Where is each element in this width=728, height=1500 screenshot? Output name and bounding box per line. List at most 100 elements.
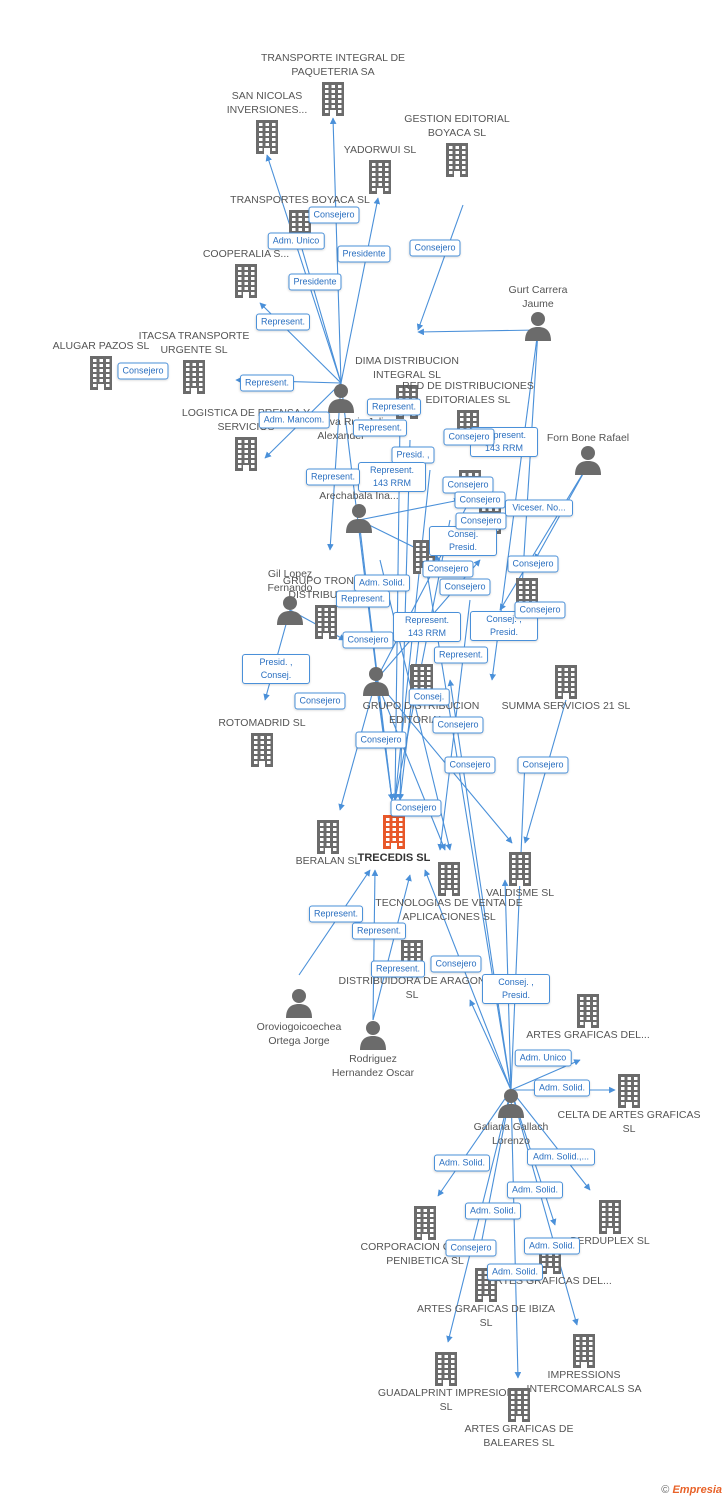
company-label: ARTES GRAFICAS DE BALEARES SL bbox=[464, 1423, 574, 1449]
building-icon bbox=[573, 1334, 595, 1368]
person-icon bbox=[328, 384, 354, 413]
building-icon bbox=[256, 120, 278, 154]
company-label: DIMA DISTRIBUCION INTEGRAL SL bbox=[355, 355, 459, 381]
company-node-summa[interactable]: SUMMA SERVICIOS 21 SL bbox=[491, 665, 641, 713]
company-label: GESTION EDITORIAL BOYACA SL bbox=[404, 113, 510, 139]
building-icon bbox=[315, 605, 337, 639]
company-node-cooperalia[interactable]: COOPERALIA S... bbox=[171, 243, 321, 298]
person-node-galiana[interactable]: Galiana Gallach Lorenzo bbox=[436, 1088, 586, 1148]
edge-role-label: Consejero bbox=[439, 578, 491, 596]
person-node-oroviogoicoechea[interactable]: Oroviogoicoechea Ortega Jorge bbox=[224, 988, 374, 1048]
building-icon bbox=[183, 360, 205, 394]
edge-role-label: Represent. bbox=[370, 960, 426, 978]
company-node-alugar[interactable]: ALUGAR PAZOS SL bbox=[26, 320, 176, 390]
company-label: YADORWUI SL bbox=[343, 144, 417, 156]
building-icon bbox=[508, 1388, 530, 1422]
company-label: BERALAN SL bbox=[295, 855, 361, 867]
company-node-guadalprint[interactable]: GUADALPRINT IMPRESION SL bbox=[371, 1352, 521, 1414]
company-node-baleares[interactable]: ARTES GRAFICAS DE BALEARES SL bbox=[444, 1388, 594, 1450]
edge-line bbox=[265, 154, 342, 384]
person-label: Gil Lopez Fernando bbox=[267, 568, 313, 594]
company-node-beralan[interactable]: BERALAN SL bbox=[253, 820, 403, 868]
edge-role-label: Consej. bbox=[408, 688, 450, 706]
edge-role-label: Consejero bbox=[455, 512, 507, 530]
edge-role-label: Adm. Solid. bbox=[464, 1202, 522, 1220]
company-label: ITACSA TRANSPORTE URGENTE SL bbox=[138, 330, 250, 356]
copyright-symbol: © bbox=[661, 1484, 670, 1496]
edge-role-label: Represent. bbox=[308, 905, 364, 923]
company-label: SUMMA SERVICIOS 21 SL bbox=[501, 700, 631, 712]
company-node-transporte[interactable]: TRANSPORTE INTEGRAL DE PAQUETERIA SA bbox=[258, 30, 408, 116]
edge-role-label: Consejero bbox=[430, 955, 482, 973]
building-icon bbox=[251, 733, 273, 767]
edge-role-label: Adm. Unico bbox=[267, 232, 325, 250]
edge-role-label: Consejero bbox=[117, 362, 169, 380]
edge-role-label: Consejero bbox=[443, 428, 495, 446]
edge-role-label: Consejero bbox=[342, 631, 394, 649]
person-node-forn[interactable]: Forn Bone Rafael bbox=[513, 407, 663, 475]
edge-role-label: Adm. Solid. bbox=[523, 1237, 581, 1255]
footer: © Empresia bbox=[661, 1484, 722, 1496]
edge-role-label: Adm. Solid. bbox=[486, 1263, 544, 1281]
company-node-sannicolas[interactable]: SAN NICOLAS INVERSIONES... bbox=[192, 67, 342, 154]
company-node-impressions[interactable]: IMPRESSIONS INTERCOMARCALS SA bbox=[509, 1334, 659, 1396]
edge-role-label: Represent. bbox=[305, 468, 361, 486]
company-node-tecnologias[interactable]: TECNOLOGIAS DE VENTA DE APLICACIONES SL bbox=[374, 862, 524, 924]
company-node-yadorwui[interactable]: YADORWUI SL bbox=[305, 138, 455, 194]
brand-logo[interactable]: Empresia bbox=[672, 1484, 722, 1496]
edge-role-label: Consejero bbox=[517, 756, 569, 774]
edge-role-label: Consejero bbox=[444, 756, 496, 774]
person-node-arechabala[interactable]: Arechabala Ina... bbox=[284, 452, 434, 533]
company-node-distaragon[interactable]: DISTRIBUIDORA DE ARAGON SL bbox=[337, 940, 487, 1002]
company-label: TRANSPORTES BOYACA SL bbox=[230, 194, 370, 206]
person-icon bbox=[498, 1089, 524, 1118]
building-icon bbox=[509, 852, 531, 886]
company-label: BERDUPLEX SL bbox=[570, 1235, 650, 1247]
building-icon bbox=[414, 1206, 436, 1240]
center-company-node[interactable]: TRECEDIS SL bbox=[319, 815, 469, 865]
edge-role-label: Consejero bbox=[507, 555, 559, 573]
company-node-artesgraficasdel[interactable]: ARTES GRAFICAS DEL... bbox=[513, 994, 663, 1042]
person-node-person_mid[interactable] bbox=[301, 666, 451, 698]
company-label: COOPERALIA S... bbox=[202, 248, 290, 260]
company-node-rotomadrid[interactable]: ROTOMADRID SL bbox=[187, 712, 337, 767]
edge-line bbox=[298, 241, 342, 384]
person-node-gillopez[interactable]: Gil Lopez Fernando bbox=[215, 556, 365, 625]
edge-role-label: Adm. Solid.,... bbox=[527, 1148, 595, 1166]
company-node-berduplex[interactable]: BERDUPLEX SL bbox=[535, 1200, 685, 1248]
company-label: SAN NICOLAS INVERSIONES... bbox=[226, 90, 308, 116]
edge-role-label: Viceser. No... bbox=[505, 499, 573, 517]
person-icon bbox=[346, 504, 372, 533]
edge-line bbox=[510, 1089, 522, 1379]
building-icon bbox=[446, 143, 468, 177]
edge-role-label: Consejero bbox=[445, 1239, 497, 1257]
edge-line bbox=[372, 874, 412, 1021]
company-node-valdisme[interactable]: VALDISME SL bbox=[445, 852, 595, 900]
edge-role-label: Presid. , Consej. bbox=[242, 654, 310, 684]
person-label: Gurt Carrera Jaume bbox=[508, 284, 568, 310]
edge-role-label: Represent. 143 RRM bbox=[358, 462, 426, 492]
edge-line bbox=[499, 464, 589, 611]
person-icon bbox=[286, 989, 312, 1018]
edge-line bbox=[375, 679, 513, 844]
person-icon bbox=[575, 446, 601, 475]
building-icon bbox=[235, 437, 257, 471]
edge-role-label: Presidente bbox=[288, 273, 342, 291]
edge-role-label: Adm. Solid. bbox=[433, 1154, 491, 1172]
person-node-rodriguez[interactable]: Rodriguez Hernandez Oscar bbox=[298, 1020, 448, 1080]
edge-line bbox=[375, 679, 446, 851]
company-node-gestion[interactable]: GESTION EDITORIAL BOYACA SL bbox=[382, 92, 532, 177]
company-node-celta[interactable]: CELTA DE ARTES GRAFICAS SL bbox=[554, 1074, 704, 1136]
building-icon bbox=[618, 1074, 640, 1108]
company-label: ARTES GRAFICAS DEL... bbox=[526, 1029, 650, 1041]
company-node-itacsa[interactable]: ITACSA TRANSPORTE URGENTE SL bbox=[119, 310, 269, 394]
edge-line bbox=[340, 197, 381, 384]
center-company-label: TRECEDIS SL bbox=[357, 852, 431, 864]
person-node-gurt[interactable]: Gurt Carrera Jaume bbox=[463, 272, 613, 341]
edge-role-label: Represent. bbox=[255, 313, 311, 331]
company-label: ALUGAR PAZOS SL bbox=[52, 340, 150, 352]
edge-role-label: Adm. Solid. bbox=[353, 574, 411, 592]
person-label: Forn Bone Rafael bbox=[546, 432, 630, 444]
edge-role-label: Adm. Solid. bbox=[506, 1181, 564, 1199]
person-icon bbox=[277, 596, 303, 625]
